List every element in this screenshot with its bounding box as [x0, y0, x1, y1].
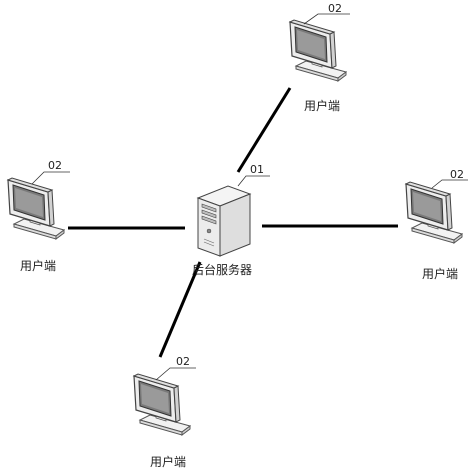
monitor-icon [405, 181, 463, 244]
client-node-top: 02 用户端 [289, 2, 350, 113]
client-node-right: 02 用户端 [405, 168, 468, 281]
client-ref: 02 [48, 159, 62, 172]
client-ref: 02 [176, 355, 190, 368]
monitor-icon [133, 373, 191, 436]
client-label: 用户端 [304, 98, 340, 113]
link-top-right [236, 87, 292, 173]
client-label: 用户端 [422, 266, 458, 281]
link-bottom-left [158, 261, 202, 358]
server-icon [196, 185, 252, 257]
monitor-icon [289, 19, 347, 82]
client-label: 用户端 [150, 454, 186, 469]
client-ref: 02 [450, 168, 464, 181]
server-ref: 01 [250, 163, 264, 176]
monitor-icon [7, 177, 65, 240]
server-node: 01 后台服务器 [192, 163, 270, 277]
client-node-left: 02 用户端 [7, 159, 70, 273]
client-node-bottom: 02 用户端 [133, 355, 196, 469]
client-ref: 02 [328, 2, 342, 15]
client-label: 用户端 [20, 258, 56, 273]
server-label: 后台服务器 [192, 262, 252, 277]
